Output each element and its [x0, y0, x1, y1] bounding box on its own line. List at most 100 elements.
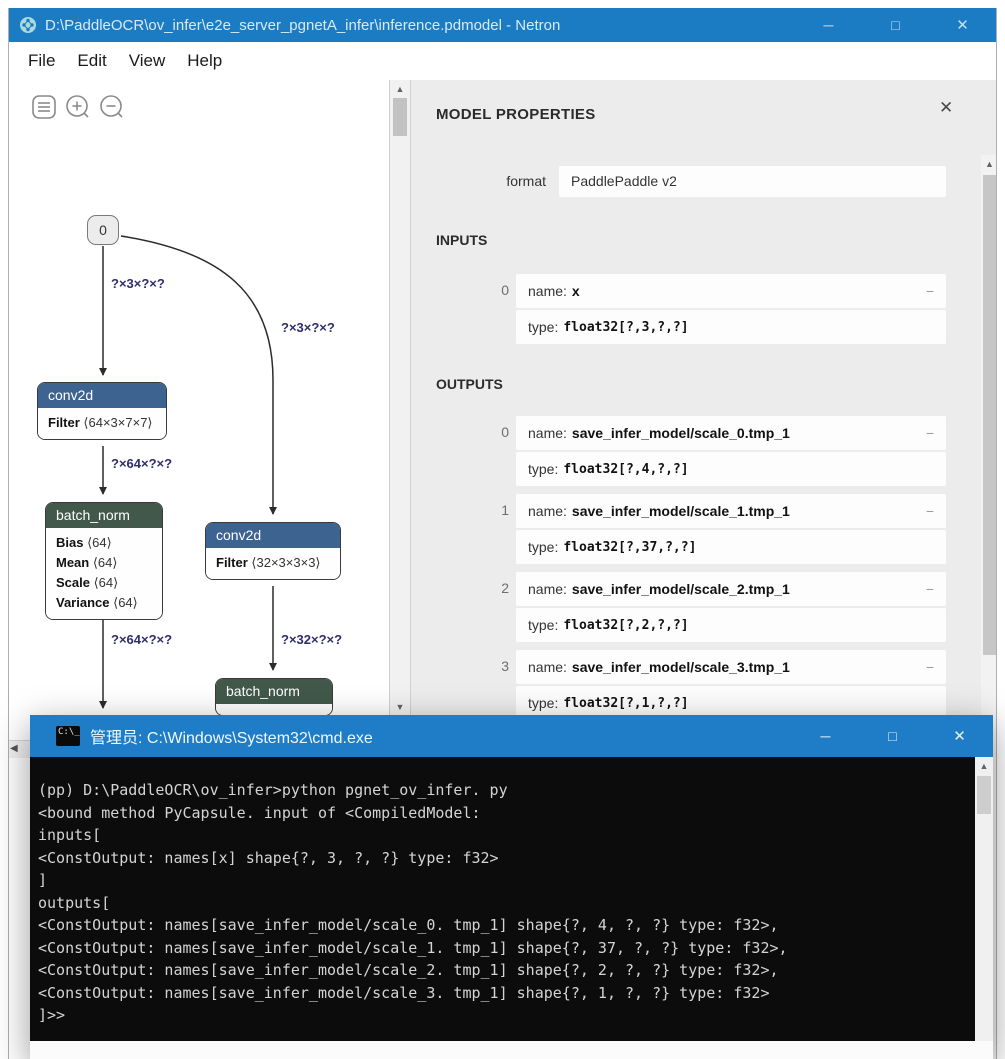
- item-index: 0: [501, 424, 509, 440]
- input-name-value: x: [571, 283, 580, 299]
- scroll-down-button[interactable]: ▼: [395, 702, 405, 712]
- cmd-close-button[interactable]: ✕: [953, 728, 966, 745]
- zoom-out-icon[interactable]: [97, 92, 127, 122]
- edge-label: ?×3×?×?: [281, 320, 335, 335]
- output-name-value: save_infer_model/scale_1.tmp_1: [571, 503, 790, 519]
- output-name-row[interactable]: name: save_infer_model/scale_3.tmp_1 −: [516, 650, 946, 684]
- name-label: name:: [528, 503, 567, 519]
- format-value: PaddlePaddle v2: [559, 166, 946, 197]
- item-index: 2: [501, 580, 509, 596]
- node-title: batch_norm: [216, 679, 332, 704]
- menu-toggle-button[interactable]: [29, 92, 59, 122]
- output-name-row[interactable]: name: save_infer_model/scale_1.tmp_1 −: [516, 494, 946, 528]
- scroll-up-button[interactable]: ▲: [979, 761, 989, 771]
- netron-logo-icon: [19, 16, 37, 34]
- output-type-value: float32[?,4,?,?]: [563, 461, 689, 477]
- terminal-line: inputs[: [38, 826, 102, 844]
- collapse-icon[interactable]: −: [925, 283, 934, 299]
- attr-label: Scale: [56, 575, 90, 590]
- name-label: name:: [528, 283, 567, 299]
- item-index: 3: [501, 658, 509, 674]
- netron-minimize-button[interactable]: ─: [823, 17, 834, 33]
- output-type-value: float32[?,2,?,?]: [563, 617, 689, 633]
- graph-node-batchnorm-2[interactable]: batch_norm: [215, 678, 333, 716]
- terminal-text: (pp) D:\PaddleOCR\ov_infer>python pgnet_…: [30, 757, 975, 1027]
- cmd-icon: C:\_: [56, 726, 80, 746]
- collapse-icon[interactable]: −: [925, 503, 934, 519]
- inputs-section-header: INPUTS: [436, 232, 488, 248]
- collapse-icon[interactable]: −: [925, 659, 934, 675]
- cmd-minimize-button[interactable]: ─: [820, 728, 831, 744]
- collapse-icon[interactable]: −: [925, 425, 934, 441]
- graph-input-node[interactable]: 0: [87, 215, 119, 245]
- terminal-line: outputs[: [38, 893, 111, 912]
- edge-label: ?×3×?×?: [111, 276, 165, 291]
- attr-value: ⟨64×3×7×7⟩: [83, 415, 153, 430]
- netron-maximize-button[interactable]: □: [891, 17, 900, 33]
- menu-view[interactable]: View: [128, 51, 166, 70]
- format-label: format: [506, 173, 546, 189]
- type-label: type:: [528, 461, 559, 477]
- output-name-value: save_infer_model/scale_0.tmp_1: [571, 425, 790, 441]
- menu-help[interactable]: Help: [187, 51, 223, 70]
- graph-node-conv2d-1[interactable]: conv2d Filter ⟨64×3×7×7⟩: [37, 382, 167, 440]
- scroll-up-button[interactable]: ▲: [395, 84, 405, 94]
- edge-label: ?×32×?×?: [281, 632, 343, 647]
- terminal-line: ]>>: [38, 1006, 66, 1024]
- panel-title: MODEL PROPERTIES: [436, 106, 596, 123]
- zoom-in-icon[interactable]: [63, 92, 93, 122]
- output-name-row[interactable]: name: save_infer_model/scale_2.tmp_1 −: [516, 572, 946, 606]
- input-type-row: type: float32[?,3,?,?]: [516, 310, 946, 344]
- cmd-window-title: 管理员: C:\Windows\System32\cmd.exe: [90, 730, 373, 747]
- netron-window-title: D:\PaddleOCR\ov_infer\e2e_server_pgnetA_…: [45, 16, 561, 34]
- graph-node-conv2d-2[interactable]: conv2d Filter ⟨32×3×3×3⟩: [205, 522, 341, 580]
- graph-edges: [99, 235, 277, 709]
- attr-label: Bias: [56, 535, 84, 550]
- scroll-thumb[interactable]: [977, 776, 991, 814]
- panel-close-icon[interactable]: ✕: [939, 98, 954, 117]
- node-title: conv2d: [206, 523, 340, 548]
- attr-value: ⟨32×3×3×3⟩: [251, 555, 321, 570]
- graph-node-batchnorm-1[interactable]: batch_norm Bias ⟨64⟩ Mean ⟨64⟩ Scale ⟨64…: [45, 502, 163, 620]
- netron-titlebar[interactable]: D:\PaddleOCR\ov_infer\e2e_server_pgnetA_…: [9, 8, 996, 42]
- item-index: 0: [501, 282, 509, 298]
- output-name-value: save_infer_model/scale_3.tmp_1: [571, 659, 790, 675]
- type-label: type:: [528, 617, 559, 633]
- name-label: name:: [528, 659, 567, 675]
- scroll-thumb[interactable]: [393, 98, 407, 136]
- menu-edit[interactable]: Edit: [77, 51, 107, 70]
- terminal-line: <ConstOutput: names[save_infer_model/sca…: [38, 916, 779, 934]
- scroll-up-button[interactable]: ▲: [985, 159, 994, 169]
- cmd-window: C:\_ 管理员: C:\Windows\System32\cmd.exe ─ …: [30, 715, 993, 1059]
- terminal-line: <ConstOutput: names[x] shape{?, 3, ?, ?}…: [38, 848, 499, 867]
- terminal-line: <ConstOutput: names[save_infer_model/sca…: [38, 961, 779, 979]
- netron-menubar: File Edit View Help: [9, 42, 996, 80]
- output-type-row: type: float32[?,1,?,?]: [516, 686, 946, 720]
- scroll-left-button[interactable]: ◀: [10, 743, 18, 754]
- terminal-line: <ConstOutput: names[save_infer_model/sca…: [38, 983, 770, 1002]
- scroll-thumb[interactable]: [983, 175, 996, 655]
- name-label: name:: [528, 581, 567, 597]
- attr-label: Filter: [216, 555, 248, 570]
- terminal-line: (pp) D:\PaddleOCR\ov_infer>python pgnet_…: [38, 781, 508, 799]
- input-name-row[interactable]: name: x −: [516, 274, 946, 308]
- attr-value: ⟨64⟩: [87, 535, 112, 550]
- output-name-value: save_infer_model/scale_2.tmp_1: [571, 581, 790, 597]
- cmd-titlebar[interactable]: C:\_ 管理员: C:\Windows\System32\cmd.exe ─ …: [30, 715, 993, 757]
- type-label: type:: [528, 319, 559, 335]
- output-name-row[interactable]: name: save_infer_model/scale_0.tmp_1 −: [516, 416, 946, 450]
- terminal-output[interactable]: (pp) D:\PaddleOCR\ov_infer>python pgnet_…: [30, 757, 975, 1041]
- edge-label: ?×64×?×?: [111, 632, 173, 647]
- name-label: name:: [528, 425, 567, 441]
- output-type-row: type: float32[?,37,?,?]: [516, 530, 946, 564]
- terminal-scrollbar[interactable]: ▲: [975, 757, 993, 1041]
- cmd-maximize-button[interactable]: □: [888, 728, 897, 744]
- terminal-line: <ConstOutput: names[save_infer_model/sca…: [38, 938, 788, 957]
- menu-file[interactable]: File: [28, 51, 56, 70]
- collapse-icon[interactable]: −: [925, 581, 934, 597]
- netron-close-button[interactable]: ✕: [956, 17, 969, 34]
- type-label: type:: [528, 695, 559, 711]
- item-index: 1: [501, 502, 509, 518]
- outputs-section-header: OUTPUTS: [436, 376, 503, 392]
- terminal-line: <bound method PyCapsule. input of <Compi…: [38, 803, 481, 822]
